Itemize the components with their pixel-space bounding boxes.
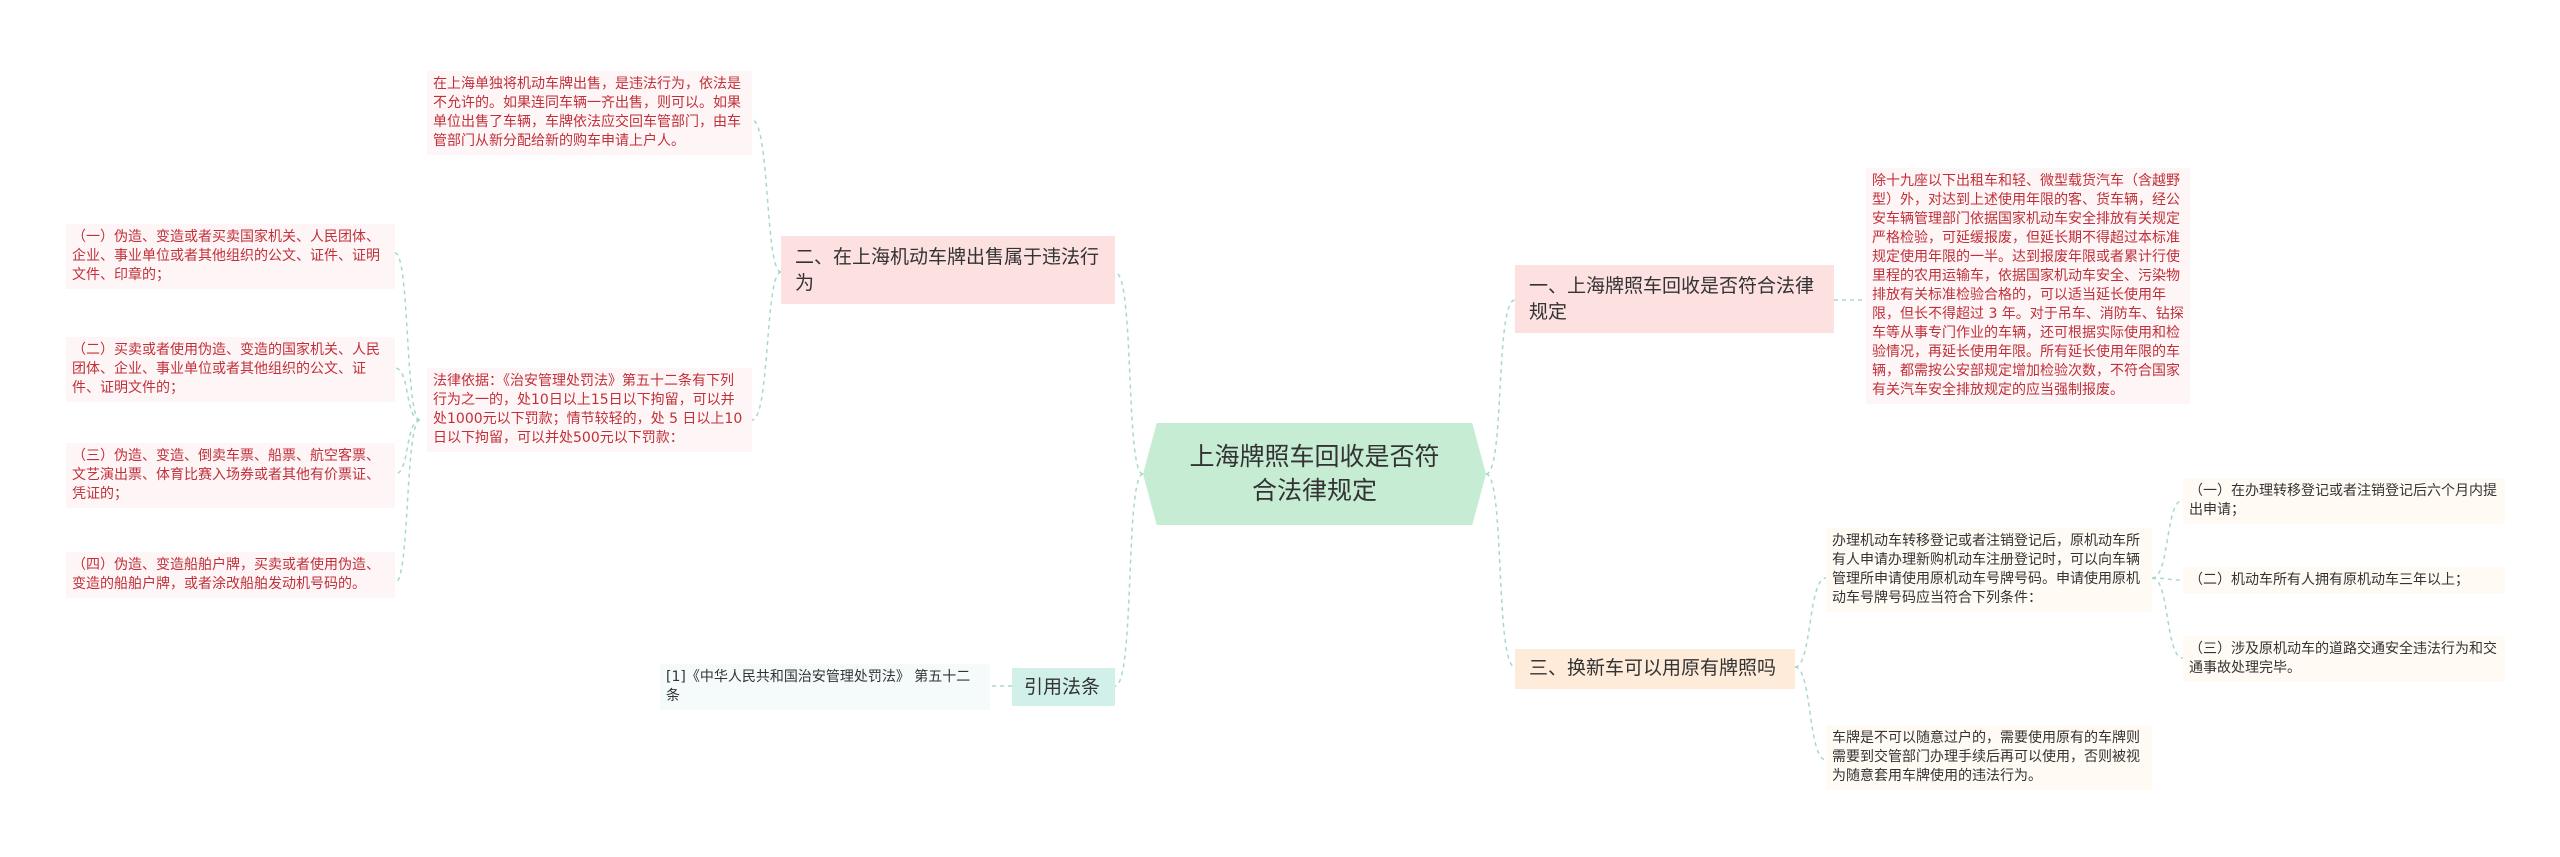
leaf-item-3[interactable]: （三）伪造、变造、倒卖车票、船票、航空客票、文艺演出票、体育比赛入场券或者其他有… <box>66 443 395 508</box>
branch-recall-legal[interactable]: 一、上海牌照车回收是否符合法律规定 <box>1515 265 1834 333</box>
leaf-item-4[interactable]: （四）伪造、变造船舶户牌，买卖或者使用伪造、变造的船舶户牌，或者涂改船舶发动机号… <box>66 552 395 598</box>
leaf-recall-detail[interactable]: 除十九座以下出租车和轻、微型载货汽车（含越野型）外，对达到上述使用年限的客、货车… <box>1866 168 2190 404</box>
leaf-recall-detail-text: 除十九座以下出租车和轻、微型载货汽车（含越野型）外，对达到上述使用年限的客、货车… <box>1872 173 2184 398</box>
leaf-condition-1[interactable]: （一）在办理转移登记或者注销登记后六个月内提出申请； <box>2183 478 2505 524</box>
branch-citation[interactable]: 引用法条 <box>1012 668 1115 706</box>
leaf-item-2-text: （二）买卖或者使用伪造、变造的国家机关、人民团体、企业、事业单位或者其他组织的公… <box>72 342 380 396</box>
leaf-citation-text: [1]《中华人民共和国治安管理处罚法》 第五十二条 <box>666 669 971 704</box>
leaf-no-transfer-text: 车牌是不可以随意过户的，需要使用原有的车牌则需要到交管部门办理手续后再可以使用，… <box>1832 730 2140 784</box>
leaf-legal-basis[interactable]: 法律依据：《治安管理处罚法》第五十二条有下列行为之一的，处10日以上15日以下拘… <box>427 368 752 452</box>
leaf-condition-1-text: （一）在办理转移登记或者注销登记后六个月内提出申请； <box>2189 483 2497 518</box>
leaf-item-1[interactable]: （一）伪造、变造或者买卖国家机关、人民团体、企业、事业单位或者其他组织的公文、证… <box>66 224 395 289</box>
central-topic[interactable]: 上海牌照车回收是否符合法律规定 <box>1143 423 1486 525</box>
leaf-sale-rule-text: 在上海单独将机动车牌出售，是违法行为，依法是不允许的。如果连同车辆一齐出售，则可… <box>433 76 741 149</box>
leaf-condition-3-text: （三）涉及原机动车的道路交通安全违法行为和交通事故处理完毕。 <box>2189 641 2497 676</box>
branch-recall-legal-label: 一、上海牌照车回收是否符合法律规定 <box>1529 275 1815 323</box>
branch-sale-illegal[interactable]: 二、在上海机动车牌出售属于违法行为 <box>781 236 1115 304</box>
leaf-item-1-text: （一）伪造、变造或者买卖国家机关、人民团体、企业、事业单位或者其他组织的公文、证… <box>72 229 380 283</box>
central-topic-label: 上海牌照车回收是否符合法律规定 <box>1189 442 1440 505</box>
leaf-condition-2[interactable]: （二）机动车所有人拥有原机动车三年以上； <box>2183 567 2505 594</box>
branch-new-car-plate-label: 三、换新车可以用原有牌照吗 <box>1529 657 1777 679</box>
leaf-item-3-text: （三）伪造、变造、倒卖车票、船票、航空客票、文艺演出票、体育比赛入场券或者其他有… <box>72 448 380 502</box>
leaf-citation[interactable]: [1]《中华人民共和国治安管理处罚法》 第五十二条 <box>660 664 990 710</box>
leaf-no-transfer[interactable]: 车牌是不可以随意过户的，需要使用原有的车牌则需要到交管部门办理手续后再可以使用，… <box>1826 725 2152 790</box>
leaf-item-4-text: （四）伪造、变造船舶户牌，买卖或者使用伪造、变造的船舶户牌，或者涂改船舶发动机号… <box>72 557 380 592</box>
leaf-legal-basis-text: 法律依据：《治安管理处罚法》第五十二条有下列行为之一的，处10日以上15日以下拘… <box>433 373 743 446</box>
leaf-sale-rule[interactable]: 在上海单独将机动车牌出售，是违法行为，依法是不允许的。如果连同车辆一齐出售，则可… <box>427 71 752 155</box>
branch-sale-illegal-label: 二、在上海机动车牌出售属于违法行为 <box>795 246 1100 294</box>
branch-citation-label: 引用法条 <box>1024 676 1101 698</box>
leaf-transfer-registration-text: 办理机动车转移登记或者注销登记后，原机动车所有人申请办理新购机动车注册登记时，可… <box>1832 533 2140 606</box>
leaf-transfer-registration[interactable]: 办理机动车转移登记或者注销登记后，原机动车所有人申请办理新购机动车注册登记时，可… <box>1826 528 2152 612</box>
leaf-condition-3[interactable]: （三）涉及原机动车的道路交通安全违法行为和交通事故处理完毕。 <box>2183 636 2505 682</box>
leaf-item-2[interactable]: （二）买卖或者使用伪造、变造的国家机关、人民团体、企业、事业单位或者其他组织的公… <box>66 337 395 402</box>
branch-new-car-plate[interactable]: 三、换新车可以用原有牌照吗 <box>1515 649 1795 689</box>
leaf-condition-2-text: （二）机动车所有人拥有原机动车三年以上； <box>2189 572 2469 588</box>
